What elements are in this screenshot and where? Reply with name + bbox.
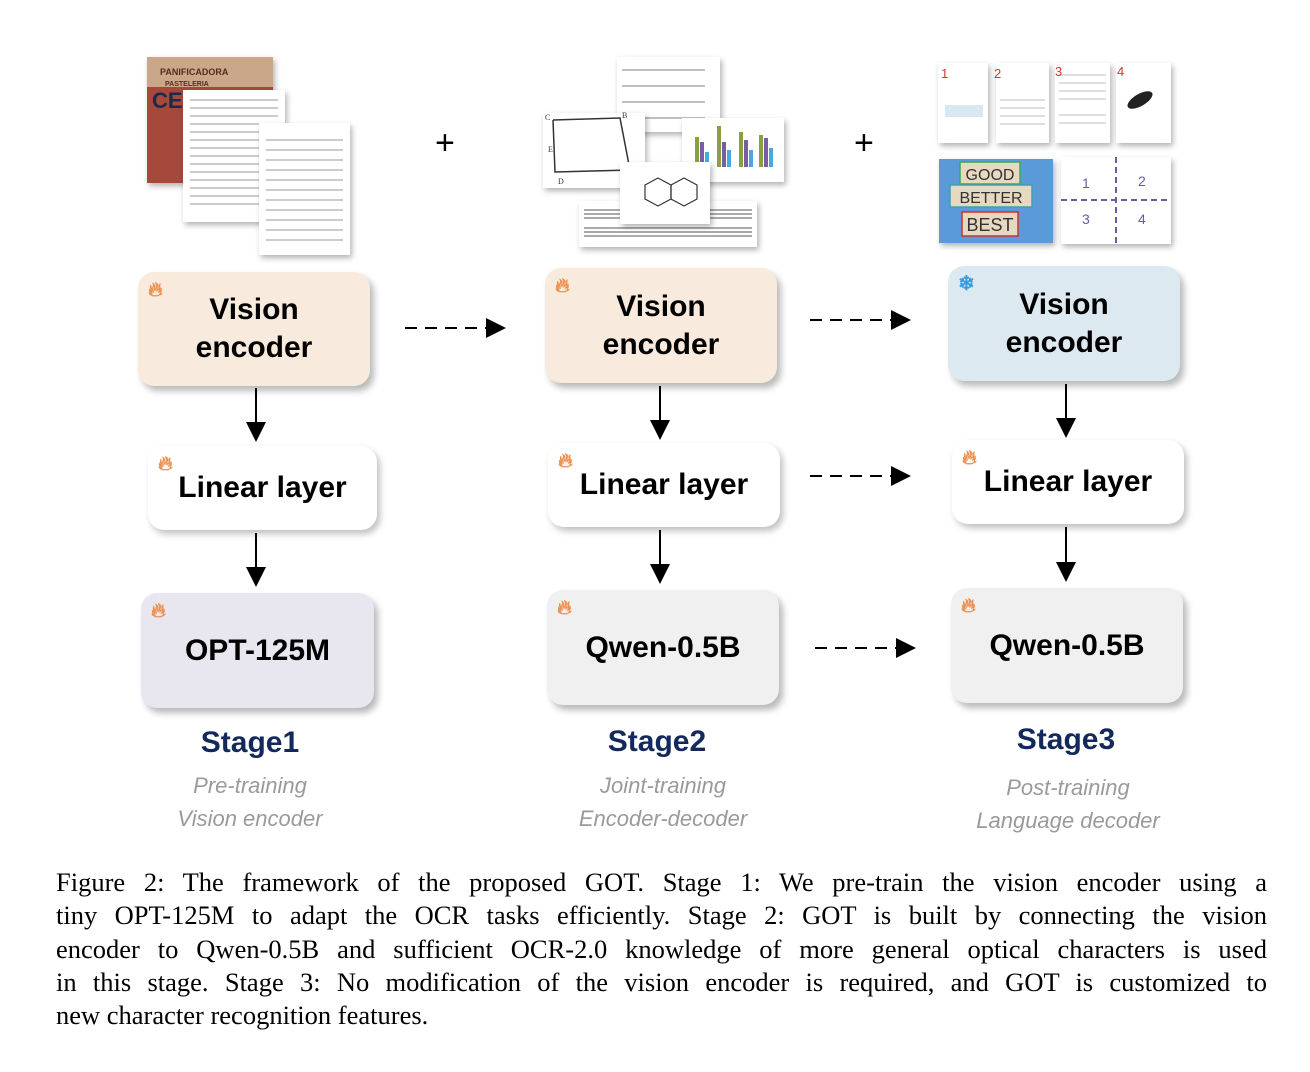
caption-line: new character recognition features.	[56, 1000, 429, 1031]
stage1-document-images: PANIFICADORA PASTELERIA CE	[147, 57, 350, 255]
stage3-document-images: 1 2 3 4 GOOD BETTER BEST 1 2 3 4	[938, 63, 1171, 244]
box-label: Linear layer	[579, 468, 749, 501]
stage2-decoder: 🔥︎ Qwen-0.5B	[547, 590, 779, 705]
flame-icon: 🔥︎	[158, 453, 173, 475]
subtitle-line: Language decoder	[976, 808, 1160, 833]
flame-icon: 🔥︎	[151, 600, 166, 622]
stage3-vision-encoder: ❄︎ Vision encoder	[948, 266, 1180, 381]
page-number: 3	[1055, 64, 1062, 79]
geometry-label: E	[548, 145, 553, 154]
stage3-title: Stage3	[1016, 723, 1116, 756]
box-label: encoder	[602, 327, 720, 361]
flame-icon: 🔥︎	[961, 595, 976, 617]
figure-caption: Figure 2: The framework of the proposed …	[56, 866, 1267, 1032]
box-label: Linear layer	[178, 471, 347, 504]
geometry-label: D	[558, 177, 564, 186]
geometry-label: B	[622, 111, 627, 120]
box-label: Qwen-0.5B	[989, 628, 1145, 662]
poster-text: PANIFICADORA	[160, 67, 229, 77]
quadrant-number: 4	[1138, 211, 1146, 227]
caption-line: in this stage. Stage 3: No modification …	[56, 966, 1267, 997]
poster-text: PASTELERIA	[165, 81, 209, 88]
plus-sign: +	[435, 124, 455, 162]
stage1-decoder: 🔥︎ OPT-125M	[141, 593, 374, 708]
quadrant-number: 2	[1138, 173, 1146, 189]
sign-word: BETTER	[959, 190, 1022, 207]
input-images: PANIFICADORA PASTELERIA CE C B E D	[147, 57, 1171, 255]
stage3-decoder: 🔥︎ Qwen-0.5B	[951, 588, 1183, 703]
box-label: Qwen-0.5B	[585, 630, 741, 664]
stage1-linear-layer: 🔥︎ Linear layer	[148, 446, 377, 530]
subtitle-line: Post-training	[1006, 775, 1130, 800]
geometry-label: C	[545, 113, 550, 122]
box-label: Vision	[209, 293, 299, 326]
flame-icon: 🔥︎	[148, 279, 163, 301]
stage2-title: Stage2	[607, 725, 707, 758]
box-label: Linear layer	[983, 465, 1153, 498]
box-label: OPT-125M	[184, 633, 331, 667]
page-number: 1	[941, 66, 948, 81]
stage2-linear-layer: 🔥︎ Linear layer	[548, 443, 780, 527]
subtitle-line: Joint-training	[600, 773, 726, 798]
page-number: 2	[994, 66, 1001, 81]
page-number: 4	[1117, 64, 1124, 79]
flame-icon: 🔥︎	[558, 450, 573, 472]
snowflake-icon: ❄︎	[958, 273, 975, 295]
quadrant-number: 3	[1082, 211, 1090, 227]
box-label: Vision	[1019, 287, 1109, 321]
caption-line: tiny OPT-125M to adapt the OCR tasks eff…	[56, 900, 1267, 931]
stage2-mixed-images: C B E D	[543, 57, 784, 247]
stage2-vision-encoder: 🔥︎ Vision encoder	[545, 268, 777, 383]
quadrant-number: 1	[1082, 175, 1090, 191]
sign-word: GOOD	[966, 167, 1015, 184]
subtitle-line: Vision encoder	[177, 806, 323, 831]
subtitle-line: Encoder-decoder	[578, 806, 748, 831]
flame-icon: 🔥︎	[557, 597, 572, 619]
poster-text: CE	[152, 88, 183, 113]
caption-line: Figure 2: The framework of the proposed …	[56, 867, 1267, 897]
stage1-title: Stage1	[200, 726, 300, 759]
stage3-linear-layer: 🔥︎ Linear layer	[952, 440, 1184, 524]
box-label: encoder	[1005, 325, 1123, 359]
box-label: Vision	[616, 289, 706, 323]
arrows	[246, 310, 1076, 658]
caption-line: encoder to Qwen-0.5B and sufficient OCR-…	[56, 933, 1267, 964]
flame-icon: 🔥︎	[555, 275, 570, 297]
plus-sign: +	[854, 124, 874, 162]
box-label: encoder	[195, 331, 313, 364]
sign-word: BEST	[966, 215, 1013, 235]
subtitle-line: Pre-training	[193, 773, 307, 798]
stage1-vision-encoder: 🔥︎ Vision encoder	[138, 272, 370, 386]
flame-icon: 🔥︎	[962, 447, 977, 469]
